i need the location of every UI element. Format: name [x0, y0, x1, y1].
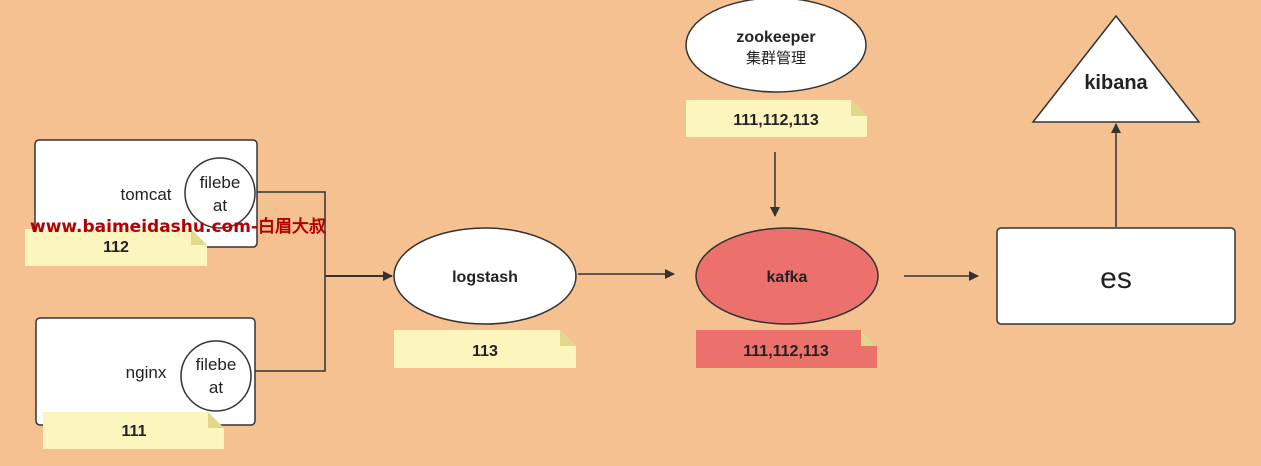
kafka-note: 111,112,113	[696, 330, 877, 368]
connector-nginx-to-logstash	[254, 276, 326, 372]
connectors	[254, 123, 1121, 372]
kafka-note-label: 111,112,113	[743, 343, 829, 360]
logstash-node: logstash	[393, 227, 577, 325]
kafka-note-fold	[861, 330, 877, 346]
tomcat-filebeat-label-line1: filebe	[200, 173, 241, 192]
zookeeper-label-line2: 集群管理	[746, 50, 806, 67]
kafka-label: kafka	[767, 269, 808, 286]
es-box	[996, 227, 1236, 325]
kafka-ellipse	[695, 227, 879, 325]
nginx-label: nginx	[126, 363, 167, 382]
tomcat-label: tomcat	[120, 185, 171, 204]
kafka-node: kafka	[695, 227, 879, 325]
kibana-node: kibana	[1031, 14, 1201, 123]
nginx-filebeat-circle	[180, 340, 252, 412]
watermark-text: www.baimeidashu.com-白眉大叔	[30, 216, 327, 237]
nginx-node: nginx filebe at	[35, 317, 256, 426]
logstash-label: logstash	[452, 269, 518, 286]
tomcat-filebeat-label-line2: at	[213, 196, 227, 215]
kibana-triangle	[1031, 14, 1201, 123]
tomcat-note-label: 112	[103, 239, 129, 256]
zookeeper-note-fold	[851, 100, 867, 116]
zookeeper-node: zookeeper 集群管理	[685, 0, 867, 93]
nginx-note-label: 111	[122, 423, 147, 440]
zookeeper-note-label: 111,112,113	[733, 112, 819, 129]
tomcat-node: tomcat filebe at	[34, 139, 258, 248]
tomcat-note-shape	[25, 229, 207, 266]
nginx-note-fold	[208, 412, 224, 428]
connector-tomcat-to-logstash	[256, 191, 326, 276]
es-node: es	[996, 227, 1236, 325]
nginx-filebeat-label-line1: filebe	[196, 355, 237, 374]
zookeeper-note: 111,112,113	[686, 100, 867, 137]
nginx-note: 111	[43, 412, 224, 449]
logstash-ellipse	[393, 227, 577, 325]
logstash-note-shape	[394, 330, 576, 368]
kafka-note-shape	[696, 330, 877, 368]
kibana-label: kibana	[1084, 72, 1148, 94]
zookeeper-note-shape	[686, 100, 867, 137]
logstash-note-fold	[560, 330, 576, 346]
logstash-note: 113	[394, 330, 576, 368]
zookeeper-label-line1: zookeeper	[736, 29, 815, 46]
tomcat-note-fold	[191, 229, 207, 245]
tomcat-note: 112	[25, 229, 207, 266]
tomcat-filebeat-circle	[184, 157, 256, 229]
zookeeper-ellipse	[685, 0, 867, 93]
es-label: es	[1100, 262, 1132, 295]
nginx-filebeat-label-line2: at	[209, 378, 223, 397]
nginx-note-shape	[43, 412, 224, 449]
logstash-note-label: 113	[472, 343, 498, 360]
